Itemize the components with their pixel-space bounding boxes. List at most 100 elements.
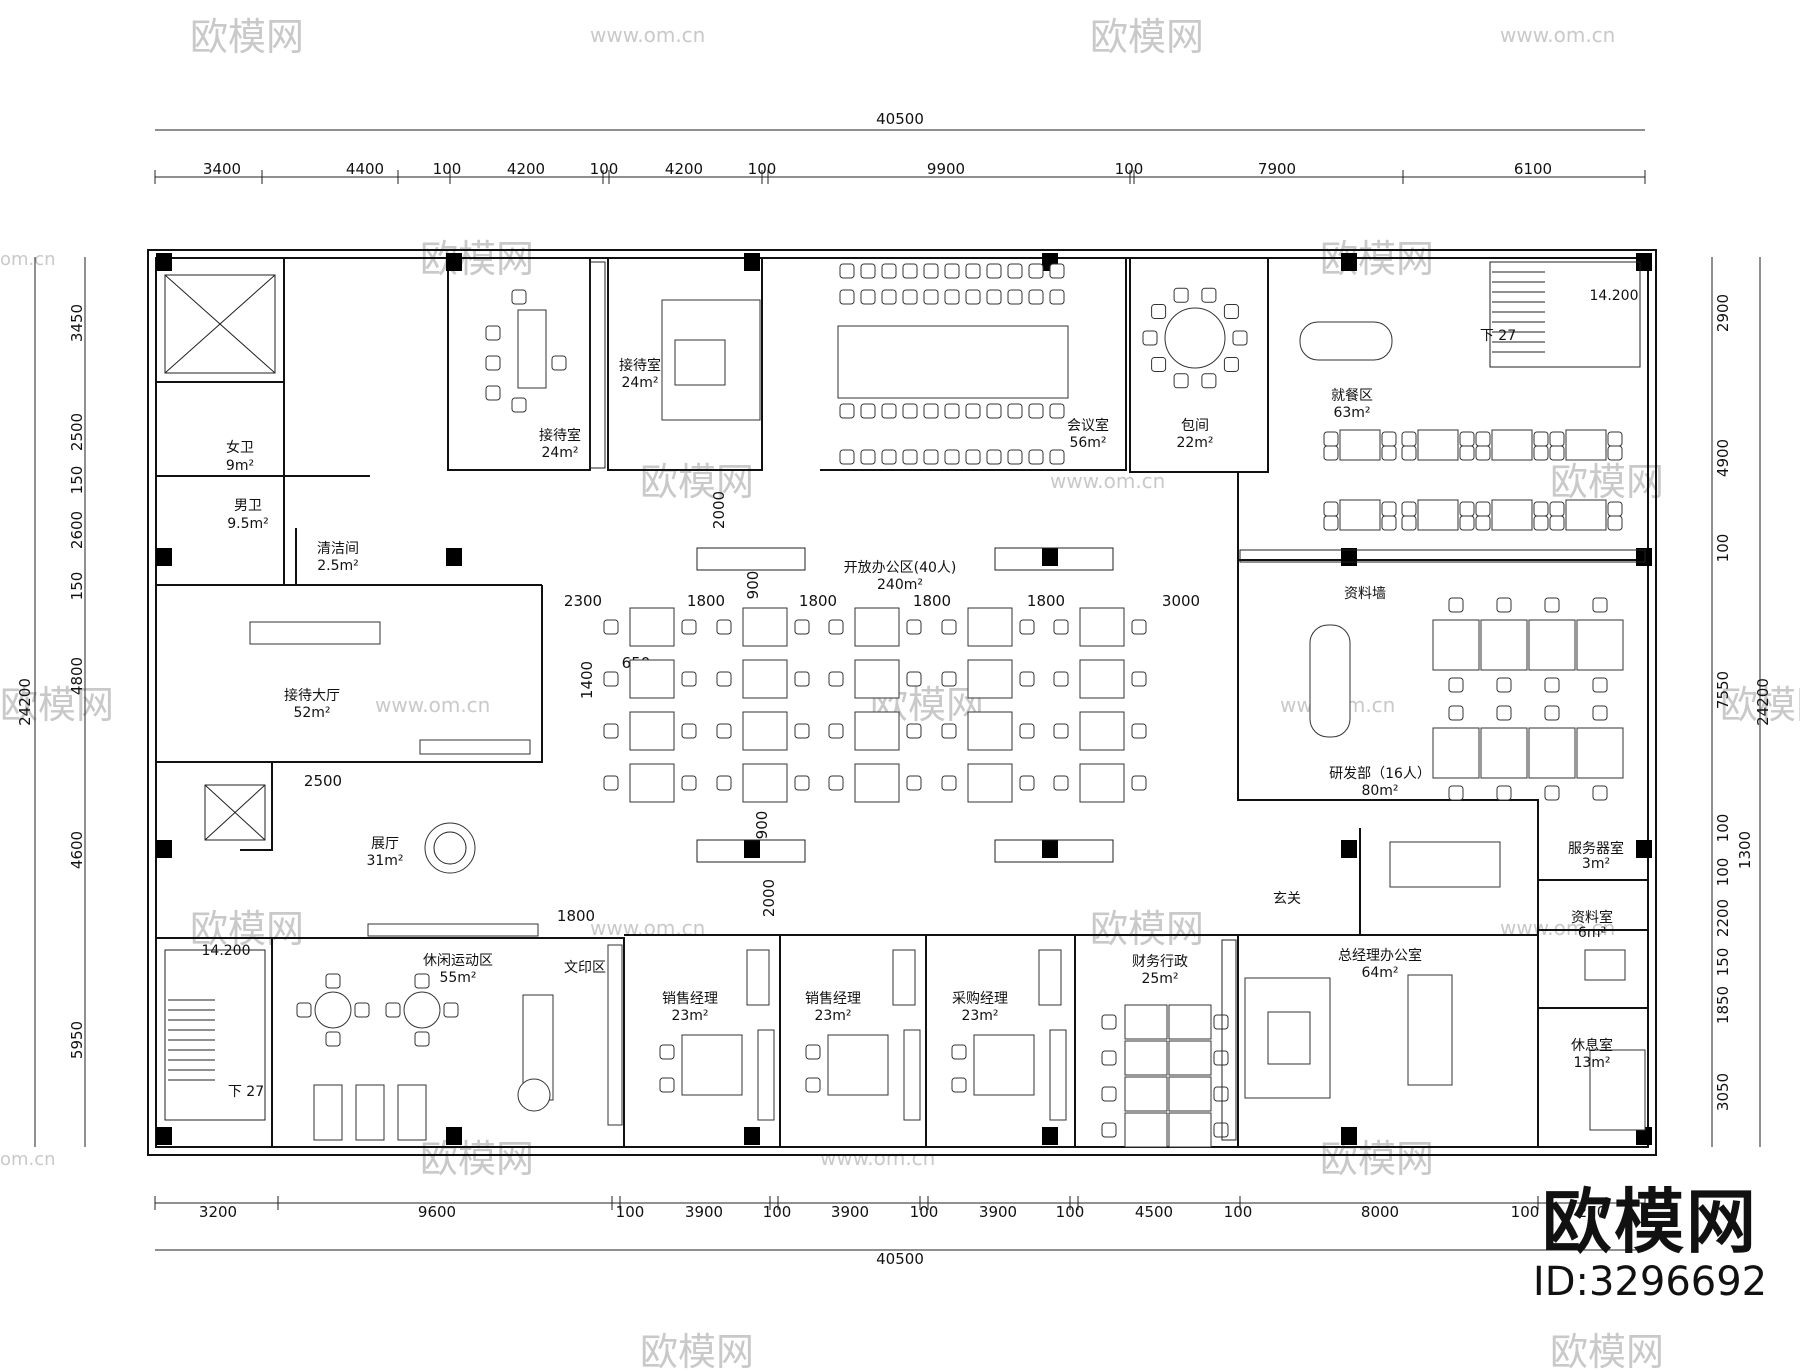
chair xyxy=(839,289,855,305)
watermark-url: www.om.cn xyxy=(375,693,490,717)
room-area: 24m² xyxy=(621,375,658,391)
chair xyxy=(1173,287,1189,303)
chair xyxy=(828,619,844,635)
chair xyxy=(1323,431,1339,447)
coffee-table xyxy=(674,339,726,386)
chair xyxy=(511,397,527,413)
chair xyxy=(1549,445,1565,461)
chair xyxy=(1459,431,1475,447)
treadmill xyxy=(397,1084,427,1141)
column xyxy=(1636,548,1652,566)
chair xyxy=(716,775,732,791)
workstation xyxy=(1079,763,1125,803)
dimension-label: 150 xyxy=(68,466,86,495)
chair xyxy=(1213,1050,1229,1066)
chair xyxy=(603,723,619,739)
chair xyxy=(1142,330,1158,346)
room-area: 24m² xyxy=(541,445,578,461)
chair xyxy=(881,289,897,305)
watermark-logo: 欧模网 xyxy=(640,460,754,504)
dining-table xyxy=(1339,429,1381,461)
outer-wall-inner xyxy=(155,257,1649,1148)
workstation xyxy=(742,711,788,751)
dimension-label: 100 xyxy=(616,1203,645,1221)
workstation xyxy=(1432,619,1480,671)
column xyxy=(1636,1127,1652,1145)
column xyxy=(446,1127,462,1145)
dimension-label: 4400 xyxy=(346,160,384,178)
chair xyxy=(839,403,855,419)
chair xyxy=(839,263,855,279)
room-area: 2.5m² xyxy=(317,558,359,574)
chair xyxy=(941,775,957,791)
chair xyxy=(1019,619,1035,635)
stair-down-mark: 下 27 xyxy=(228,1084,264,1100)
watermark-logo: 欧模网 xyxy=(190,15,304,59)
chair xyxy=(1401,445,1417,461)
dimension-label: 1800 xyxy=(913,592,951,610)
dimension-interior: 2000 900 2300 1800 1800 1800 1800 3000 1… xyxy=(304,491,1200,925)
chair xyxy=(1544,785,1560,801)
chair xyxy=(1496,677,1512,693)
brand-block: 欧模网 ID:3296692 xyxy=(1505,1185,1795,1305)
watermark-logo: 欧模网 xyxy=(0,683,114,727)
archive-wall xyxy=(1239,549,1646,563)
dining-table xyxy=(1491,429,1533,461)
chair xyxy=(1592,597,1608,613)
chair xyxy=(296,1002,312,1018)
lounge-table xyxy=(314,991,352,1029)
chair xyxy=(881,403,897,419)
rnd-meeting-table xyxy=(1309,624,1351,738)
reception-desk xyxy=(249,621,381,645)
chair xyxy=(1533,501,1549,517)
workstation xyxy=(854,607,900,647)
wall xyxy=(607,258,763,471)
chair xyxy=(965,263,981,279)
chair xyxy=(1028,403,1044,419)
dimension-label: 100 xyxy=(1714,534,1732,563)
room-area: 23m² xyxy=(671,1008,708,1024)
chair xyxy=(1131,775,1147,791)
chair xyxy=(1101,1050,1117,1066)
chair xyxy=(1007,403,1023,419)
finance-workstation xyxy=(1124,1040,1168,1076)
workstation xyxy=(629,763,675,803)
finance-workstation xyxy=(1168,1076,1212,1112)
chair xyxy=(828,775,844,791)
chair xyxy=(354,1002,370,1018)
dimension-label: 6100 xyxy=(1514,160,1552,178)
dimension-row-top: 3400 4400 100 4200 100 4200 100 9900 100… xyxy=(203,160,1552,178)
room-name: 包间 xyxy=(1181,418,1209,434)
model-id: ID:3296692 xyxy=(1532,1259,1768,1305)
brand-logo: 欧模网 xyxy=(1542,1181,1758,1263)
chair xyxy=(1053,723,1069,739)
dining-table xyxy=(1339,499,1381,531)
chair xyxy=(1151,304,1167,320)
chair xyxy=(1448,785,1464,801)
chair xyxy=(681,775,697,791)
room-name: 财务行政 xyxy=(1132,954,1188,970)
dimension-label: 1800 xyxy=(799,592,837,610)
room-name: 清洁间 xyxy=(317,541,359,557)
room-area: 13m² xyxy=(1573,1055,1610,1071)
chair xyxy=(1201,373,1217,389)
room-name: 接待大厅 xyxy=(284,687,340,704)
chair xyxy=(325,1031,341,1047)
chair xyxy=(716,619,732,635)
column xyxy=(1341,548,1357,566)
watermark-url: www.om.cn xyxy=(590,23,705,47)
chair xyxy=(860,403,876,419)
chair xyxy=(1549,501,1565,517)
room-name: 男卫 xyxy=(234,498,262,514)
workstation xyxy=(1432,727,1480,779)
dining-tables xyxy=(1323,429,1623,531)
chair xyxy=(603,619,619,635)
room-name: 资料室 xyxy=(1571,909,1613,926)
chair xyxy=(414,1031,430,1047)
chair xyxy=(1007,289,1023,305)
dimension-label: 3900 xyxy=(831,1203,869,1221)
room-area: 63m² xyxy=(1333,405,1370,421)
workstation xyxy=(967,763,1013,803)
room-area: 6m² xyxy=(1578,925,1606,941)
room-area: 25m² xyxy=(1141,971,1178,987)
